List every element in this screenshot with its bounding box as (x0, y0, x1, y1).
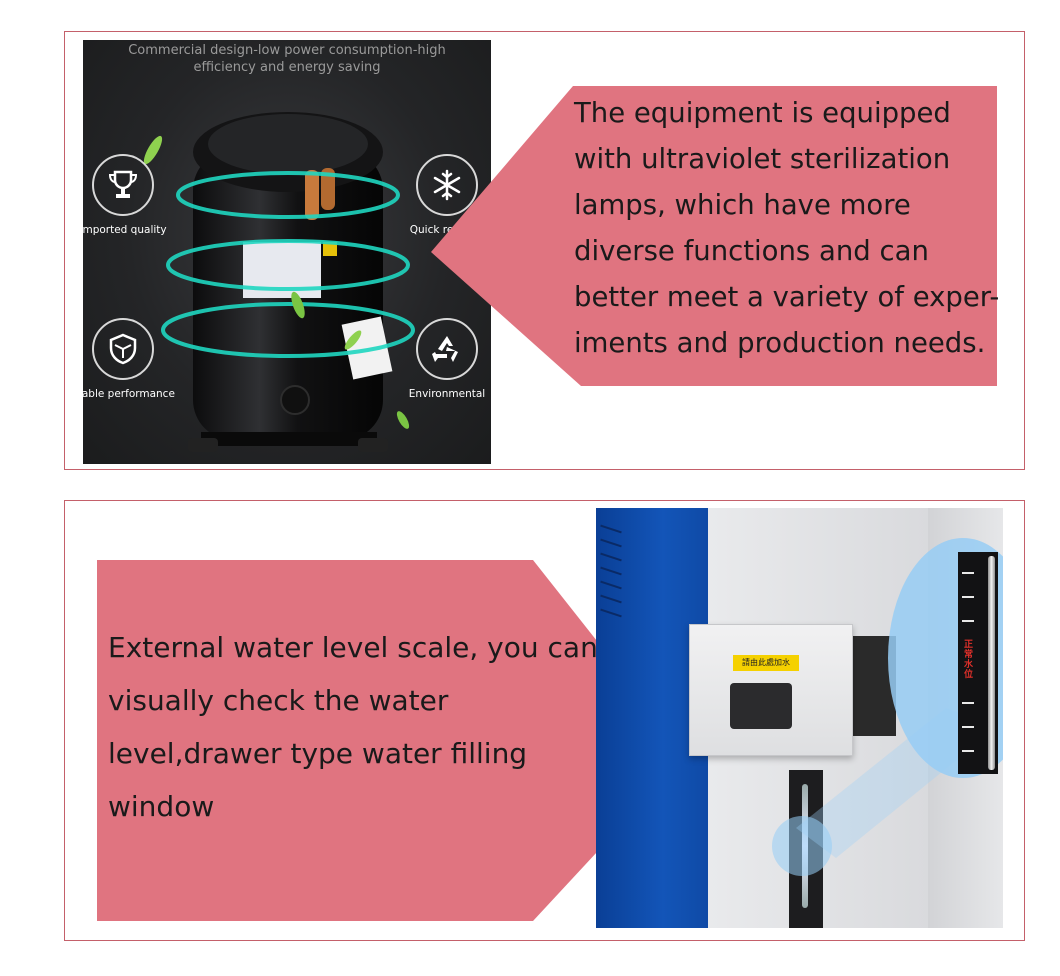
photo-caption: Commercial design-low power consumption-… (128, 43, 446, 75)
feature-label: Imported quality (83, 224, 167, 236)
feature-stable-performance: Stable performance (83, 318, 183, 400)
machine-photo: 請由此處加水 正常水位 (596, 508, 1003, 928)
snowflake-icon (433, 169, 461, 201)
feature-label: Environmental (408, 388, 486, 400)
callout-text: External water level scale, you can visu… (108, 631, 598, 823)
feature-label: Stable performance (83, 388, 175, 400)
callout-text: The equipment is equipped with ultraviol… (574, 97, 1000, 359)
feature-panel-sterilization: Commercial design-low power consumption-… (64, 31, 1025, 470)
compressor-illustration (143, 112, 415, 452)
gauge-label: 正常水位 (964, 640, 974, 680)
feature-imported-quality: Imported quality (83, 154, 183, 236)
zoom-source-circle (772, 816, 832, 876)
shield-icon (109, 333, 137, 365)
water-filling-drawer: 請由此處加水 (689, 624, 853, 756)
feature-environmental: Environmental (387, 318, 491, 400)
trophy-icon (108, 170, 138, 198)
drawer-handle (730, 683, 792, 729)
water-level-scale-zoomed: 正常水位 (958, 552, 998, 774)
drawer-label: 請由此處加水 (733, 655, 799, 671)
recycle-icon (432, 336, 458, 362)
compressor-photo: Commercial design-low power consumption-… (83, 40, 491, 464)
feature-panel-water-level: External water level scale, you can visu… (64, 500, 1025, 941)
